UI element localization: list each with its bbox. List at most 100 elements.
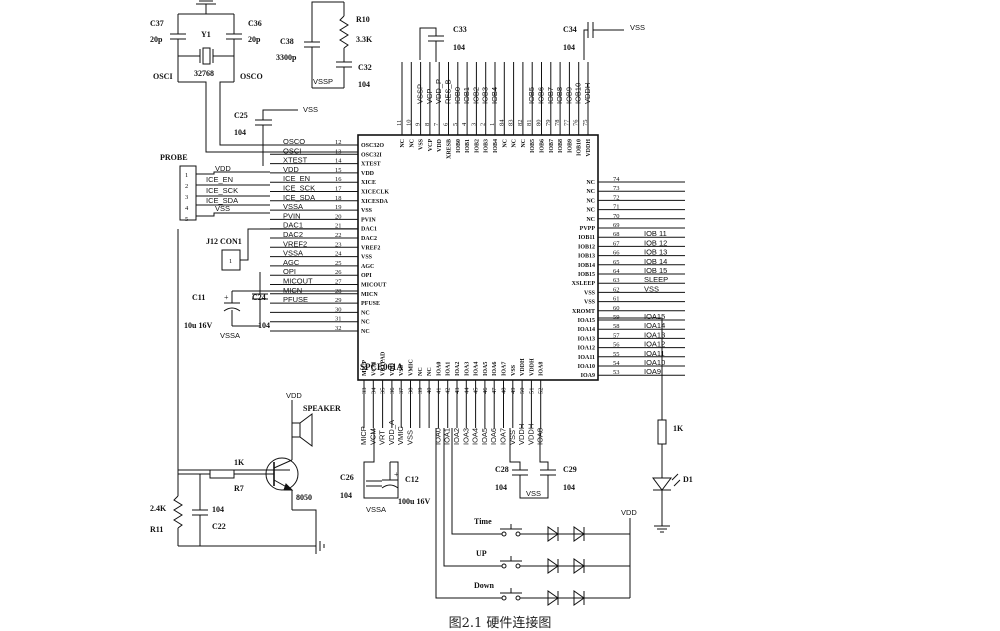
c11-plus: + — [224, 293, 229, 302]
led-resistor — [657, 419, 667, 445]
chip-pin-name: VDDH — [586, 139, 592, 157]
chip-net-label: IOB 12 — [644, 238, 667, 247]
chip-pin-name: IOA2 — [455, 362, 461, 376]
c11-c24-group: + C11 10u 16V VSSA C24 104 — [184, 272, 358, 340]
probe-title: PROBE — [160, 153, 188, 162]
chip-pin-name: IOA4 — [474, 362, 480, 376]
chip-pin-number: 83 — [508, 120, 515, 127]
chip-net-label: IOA15 — [644, 312, 665, 321]
chip-pin-name: IOA3 — [464, 362, 470, 376]
chip-pin-name: IOA1 — [446, 362, 452, 376]
probe-net-vdd: VDD — [215, 164, 231, 173]
chip-pin-number: 80 — [536, 120, 543, 127]
chip-pin-number: 49 — [510, 388, 517, 395]
c11-ref: C11 — [192, 293, 205, 302]
chip-net-label: IOA1 — [443, 428, 452, 445]
chip-pin-name: IOB8 — [558, 139, 564, 153]
chip-net-label: RES_B — [444, 79, 453, 104]
c33-ref: C33 — [453, 25, 467, 34]
chip-pin-name: IOB5 — [530, 139, 536, 153]
probe-net-ice-en: ICE_EN — [206, 175, 233, 184]
chip-pin-name: IOB2 — [474, 139, 480, 153]
chip-pin-name: VDDH — [529, 358, 535, 376]
chip-pin-name: IOB14 — [578, 263, 595, 269]
chip-pin-number: 27 — [335, 279, 342, 286]
chip-net-label: IOB 14 — [644, 257, 667, 266]
chip-pin-number: 50 — [519, 388, 526, 395]
chip-pin-name: IOA9 — [581, 373, 595, 379]
chip-net-label: VSS — [508, 430, 517, 445]
probe-pin-3: 3 — [185, 194, 188, 201]
chip-pin-number: 62 — [613, 286, 620, 293]
chip-pin-name: IOB3 — [484, 139, 490, 153]
c29-ref: C29 — [563, 465, 577, 474]
c33-value: 104 — [453, 43, 465, 52]
chip-pin-name: IOB1 — [465, 139, 471, 153]
c38-value: 3300p — [276, 53, 297, 62]
chip-pin-number: 2 — [480, 123, 487, 126]
c24-ref: C24 — [252, 293, 266, 302]
c26-c12-group: + C26 104 C12 100u 16V VSSA — [340, 428, 430, 514]
chip-pin-name: NC — [409, 139, 415, 148]
chip-pin-name: IOB6 — [540, 139, 546, 153]
r7 — [209, 469, 235, 479]
chip-pin-name: IOA6 — [492, 362, 498, 376]
chip-pin-name: NC — [361, 320, 370, 326]
chip-pin-number: 57 — [613, 332, 620, 339]
chip-pin-number: 26 — [335, 269, 342, 276]
chip-net-label: SLEEP — [644, 275, 668, 284]
chip-pin-number: 34 — [370, 387, 377, 394]
chip-pin-name: IOB12 — [578, 244, 595, 250]
chip-pin-number: 1 — [489, 123, 496, 126]
chip-pin-number: 55 — [613, 351, 620, 358]
chip-pin-name: VREF2 — [361, 245, 380, 251]
chip-pin-name: XTEST — [361, 162, 381, 168]
chip-pin-name: VSS — [584, 290, 596, 296]
button-time-label: Time — [474, 517, 492, 526]
chip-pin-name: XICESDA — [361, 199, 389, 205]
chip-pin-number: 30 — [335, 306, 342, 313]
chip-net-label: IOB 15 — [644, 266, 667, 275]
chip-pin-name: XRESB — [447, 139, 453, 159]
chip-pin-number: 12 — [335, 139, 342, 146]
chip-net-label: XTEST — [283, 156, 308, 165]
chip-pin-name: IOB9 — [567, 139, 573, 153]
chip-net-label: IOA9 — [644, 367, 661, 376]
c28-c29-group: C28 104 C29 104 VSS — [495, 428, 577, 499]
chip-pin-number: 48 — [501, 388, 508, 395]
chip-net-label: IOB10 — [574, 83, 583, 104]
chip-net-label: VSSP — [416, 84, 425, 104]
chip-net-label: MICN — [283, 286, 302, 295]
chip-pin-number: 11 — [396, 120, 403, 126]
speaker-driver: VDD SPEAKER 8050 1K R7 2.4K R11 104 C22 — [150, 229, 341, 554]
vssa-bottom-label: VSSA — [366, 505, 386, 514]
chip-pin-name: NC — [400, 139, 406, 148]
probe-pin-1: 1 — [185, 172, 188, 179]
chip-net-label: PVIN — [283, 211, 301, 220]
probe-connector: PROBE 1 2 3 4 5 VDD ICE_EN ICE_SCK ICE_S… — [160, 153, 270, 223]
chip-net-label: IOB1 — [462, 87, 471, 104]
chip-pin-number: 51 — [528, 388, 535, 395]
chip-pin-number: 23 — [335, 241, 342, 248]
chip-net-label: MICOUT — [283, 277, 313, 286]
r11-ref: R11 — [150, 525, 163, 534]
buttons-vdd: VDD — [621, 508, 637, 517]
chip-pin-number: 60 — [613, 305, 620, 312]
chip-pin-number: 5 — [452, 123, 459, 126]
chip-pin-name: IOA0 — [436, 362, 442, 376]
chip-pin-name: VMIC — [409, 359, 415, 376]
chip-pin-name: IOA5 — [483, 362, 489, 376]
led-r-value: 1K — [673, 424, 684, 433]
speaker-vdd: VDD — [286, 391, 302, 400]
c36-value: 20p — [248, 35, 261, 44]
chip-net-label: VDD_P — [434, 79, 443, 104]
chip-net-label: IOA12 — [644, 340, 665, 349]
chip-pin-number: 72 — [613, 194, 620, 201]
chip-pin-number: 64 — [613, 268, 620, 275]
chip-net-label: VDDH — [583, 83, 592, 104]
chip-pin-number: 35 — [380, 388, 387, 395]
chip-pin-name: NC — [502, 139, 508, 148]
probe-header — [179, 165, 197, 221]
c24-value: 104 — [258, 321, 270, 330]
